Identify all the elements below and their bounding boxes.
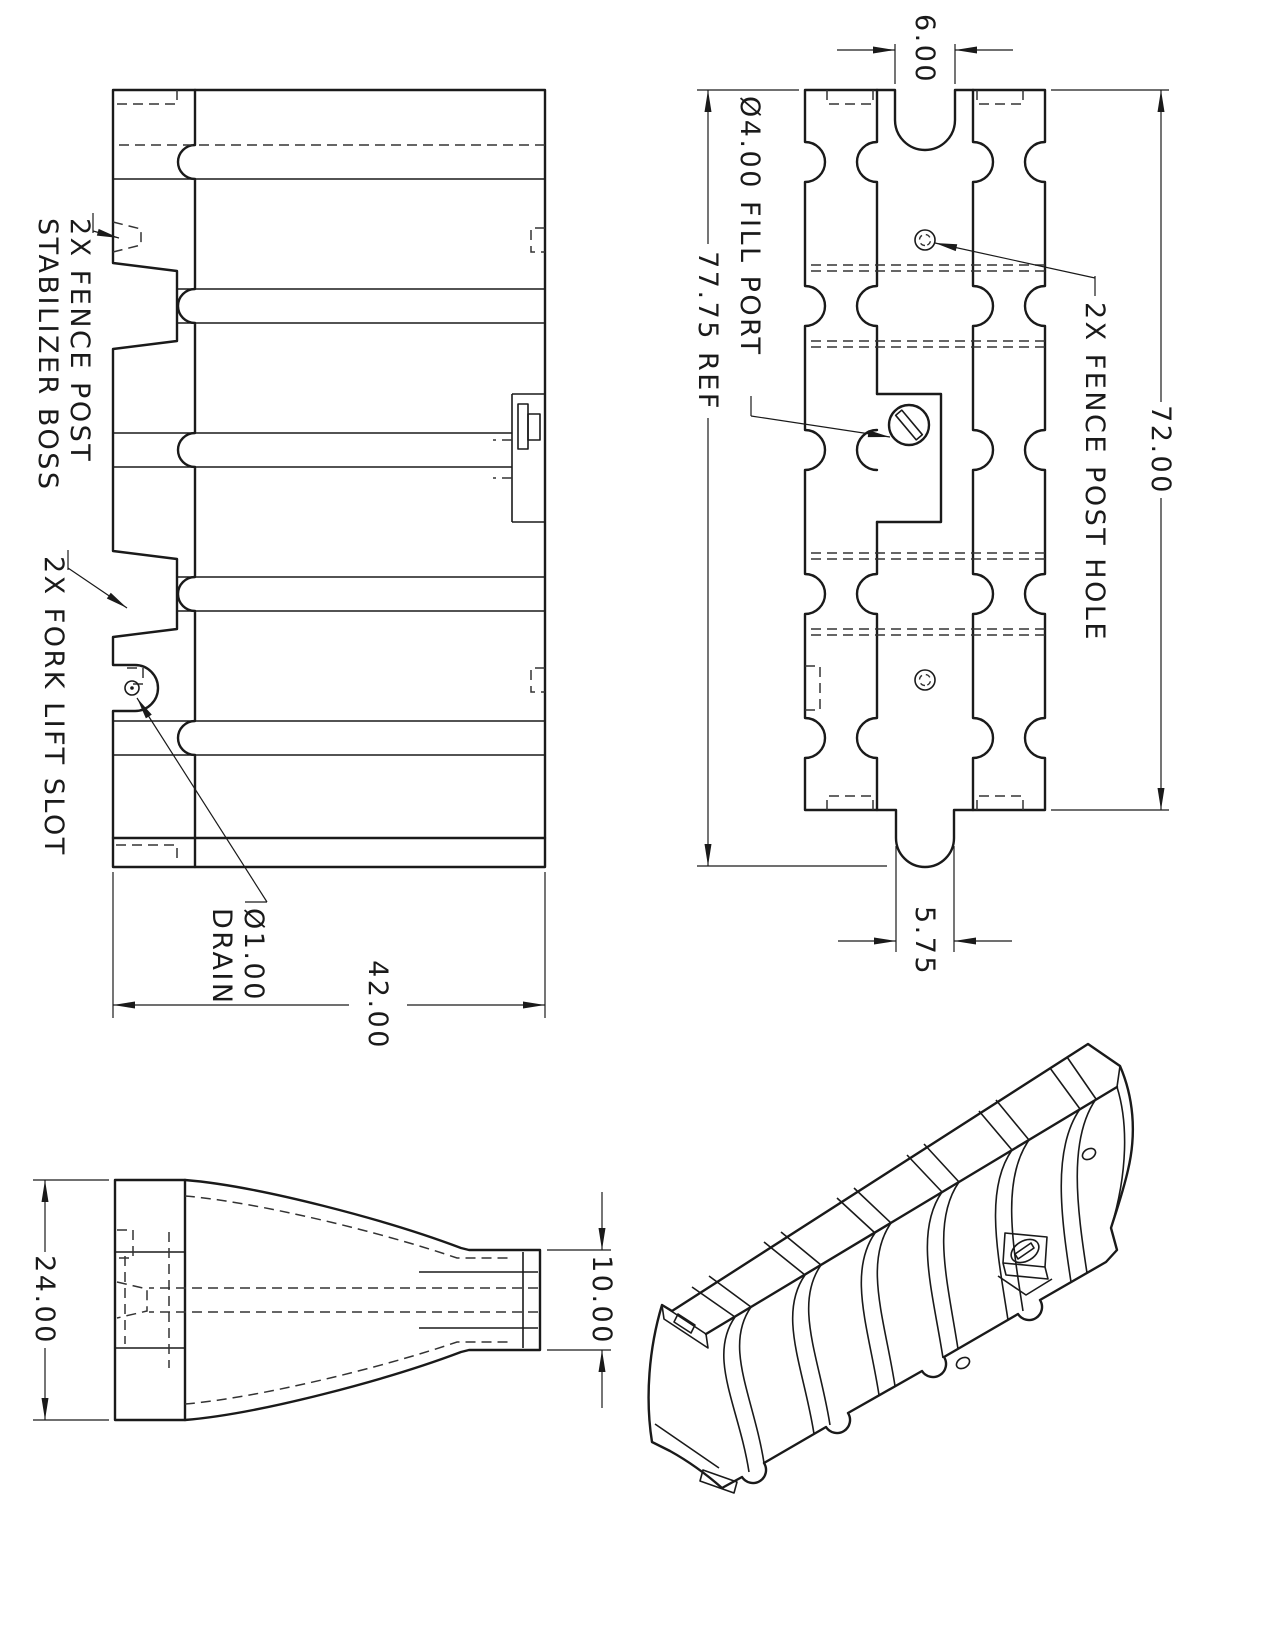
end-hidden-walls [116, 1195, 538, 1405]
plan-top-wall-inner-edge [971, 88, 995, 812]
dim-body-length: 72.00 [1145, 405, 1176, 495]
iso-foot-lines [654, 1423, 738, 1494]
fence-post-hole-2-hidden [918, 673, 932, 687]
iso-post-hole-2 [955, 1356, 971, 1370]
dim-height: 42.00 [362, 960, 393, 1050]
side-view: 42.00 2X FENCE POST STABILIZER BOSS 2X F… [32, 88, 547, 1050]
fence-post-hole-1-hidden [918, 233, 932, 247]
side-fill-boss [493, 393, 545, 523]
fill-port-boss [875, 392, 943, 524]
fork-tunnel-hidden-lines [805, 264, 1045, 636]
iso-silhouette [647, 1042, 1135, 1490]
label-boss-line2: STABILIZER BOSS [32, 218, 63, 491]
fill-port-callout: Ø4.00 FILL PORT [734, 96, 891, 438]
iso-far-end [1110, 1065, 1126, 1229]
drain-hole [124, 680, 140, 696]
end-view: 24.00 10.00 [29, 1178, 617, 1422]
dim-body-length-group: 72.00 [1051, 89, 1176, 811]
dim-top-width-group: 10.00 [547, 1192, 617, 1408]
fence-post-hole-1 [914, 229, 936, 251]
side-hidden-stabilizer-boss [112, 221, 144, 685]
label-fill-port: Ø4.00 FILL PORT [734, 96, 765, 356]
dim-slot-width-group: 6.00 [837, 14, 1013, 84]
label-fork: 2X FORK LIFT SLOT [38, 556, 69, 857]
end-outline [113, 1178, 542, 1422]
drain-center [130, 686, 134, 690]
iso-top-edge [704, 1085, 1119, 1336]
side-hidden-end-pockets [115, 90, 178, 858]
side-toe-line [176, 88, 197, 869]
top-view: 72.00 77.75 REF 6.00 5.75 [692, 14, 1176, 976]
side-hidden-post-holes [530, 227, 545, 693]
plan-hidden-end-pockets [805, 90, 1024, 810]
dim-base-width: 24.00 [29, 1255, 60, 1345]
side-groove-lines [113, 178, 545, 756]
label-post-hole: 2X FENCE POST HOLE [1079, 302, 1110, 642]
fill-port-cap [887, 403, 931, 447]
dim-overall-length-group: 77.75 REF [692, 89, 887, 867]
label-drain: DRAIN [206, 908, 237, 1006]
iso-near-cap [661, 1304, 709, 1349]
dim-base-width-group: 24.00 [29, 1179, 109, 1421]
dim-slot-width: 6.00 [909, 14, 940, 84]
dim-tongue-width: 5.75 [909, 906, 940, 976]
iso-rib-bands [691, 1056, 1097, 1473]
end-cap-inner [419, 1271, 538, 1329]
dim-height-group: 42.00 [112, 872, 546, 1050]
side-outline [111, 88, 547, 869]
dim-tongue-width-group: 5.75 [838, 846, 1012, 976]
drain-callout: Ø1.00 DRAIN [136, 697, 269, 1006]
iso-view [647, 1042, 1135, 1494]
end-feet-lines [115, 1251, 524, 1349]
stabilizer-callout: 2X FENCE POST STABILIZER BOSS [32, 213, 120, 491]
dim-overall-length: 77.75 REF [692, 251, 723, 411]
fork-callout: 2X FORK LIFT SLOT [38, 550, 128, 857]
fence-post-hole-2 [914, 669, 936, 691]
fill-port-slot [894, 409, 924, 441]
plan-bottom-wall-inner-edge [855, 88, 879, 812]
label-boss-line1: 2X FENCE POST [64, 218, 95, 463]
label-drain-dia: Ø1.00 [238, 908, 269, 1002]
plan-outline [803, 88, 1047, 869]
iso-fill-boss [997, 1232, 1053, 1296]
post-hole-callout: 2X FENCE POST HOLE [934, 242, 1110, 642]
iso-post-hole-1 [1081, 1147, 1097, 1161]
dim-top-width: 10.00 [586, 1255, 617, 1345]
